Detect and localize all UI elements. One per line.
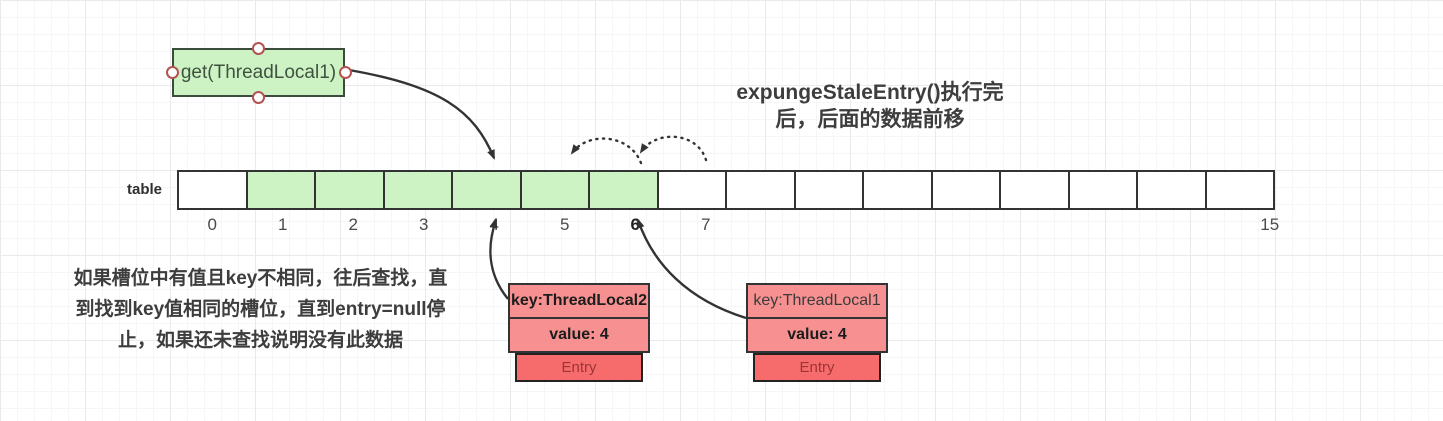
entry-threadlocal1-key[interactable]: key:ThreadLocal1 <box>746 283 888 319</box>
slot-index-label[interactable]: 1 <box>278 215 288 234</box>
connection-handle-right[interactable] <box>339 66 352 79</box>
slot-index-label <box>1023 215 1094 235</box>
arrow-shift-7-to-6[interactable] <box>639 135 708 162</box>
slot-index-label <box>812 215 883 235</box>
entry-threadlocal2-value[interactable]: value: 4 <box>508 317 650 353</box>
table-slot-15[interactable] <box>1204 170 1275 210</box>
table-slot-14[interactable] <box>1136 170 1207 210</box>
table-slot-12[interactable] <box>999 170 1070 210</box>
table-slot-11[interactable] <box>930 170 1001 210</box>
get-threadlocal-label: get(ThreadLocal1) <box>180 61 337 83</box>
connection-handle-left[interactable] <box>166 66 179 79</box>
table-slot-2[interactable] <box>314 170 385 210</box>
entry-threadlocal1[interactable]: key:ThreadLocal1 value: 4 Entry <box>746 283 888 382</box>
title-text[interactable]: expungeStaleEntry()执行完 后，后面的数据前移 <box>700 79 1040 133</box>
slot-index-label <box>1094 215 1165 235</box>
slot-index-label[interactable]: 2 <box>348 215 358 234</box>
table-row <box>177 170 1275 210</box>
note-line-2: 到找到key值相同的槽位，直到entry=null停 <box>75 299 446 320</box>
slot-index-label[interactable]: 15 <box>1260 215 1280 234</box>
entry-threadlocal2[interactable]: key:ThreadLocal2 value: 4 Entry <box>508 283 650 382</box>
table-slot-7[interactable] <box>656 170 727 210</box>
table-slot-10[interactable] <box>862 170 933 210</box>
connection-handle-bottom[interactable] <box>252 91 265 104</box>
note-text[interactable]: 如果槽位中有值且key不相同，往后查找，直 到找到key值相同的槽位，直到ent… <box>38 263 483 356</box>
slot-index-label <box>953 215 1024 235</box>
table-slot-8[interactable] <box>725 170 796 210</box>
slot-index-label <box>882 215 953 235</box>
slot-index-label[interactable]: 3 <box>419 215 429 234</box>
slot-index-label[interactable]: 6 <box>630 215 640 234</box>
connection-handle-top[interactable] <box>252 42 265 55</box>
table-slot-1[interactable] <box>245 170 316 210</box>
slot-index-label <box>741 215 812 235</box>
slot-index-label[interactable]: 0 <box>207 215 217 234</box>
table-slot-9[interactable] <box>793 170 864 210</box>
entry-threadlocal2-key[interactable]: key:ThreadLocal2 <box>508 283 650 319</box>
table-slot-0[interactable] <box>177 170 248 210</box>
slot-index-label[interactable]: 5 <box>560 215 570 234</box>
note-line-3: 止，如果还未查找说明没有此数据 <box>117 330 403 351</box>
title-line-2: 后，后面的数据前移 <box>775 108 965 131</box>
arrow-shift-6-to-5[interactable] <box>570 137 643 165</box>
table-slot-6[interactable] <box>588 170 659 210</box>
get-threadlocal-box[interactable]: get(ThreadLocal1) <box>172 48 345 97</box>
slot-index-label[interactable]: 4 <box>489 215 499 234</box>
table-slot-5[interactable] <box>519 170 590 210</box>
note-line-1: 如果槽位中有值且key不相同，往后查找，直 <box>73 268 448 289</box>
entry-threadlocal2-type[interactable]: Entry <box>515 353 643 382</box>
slot-index-label[interactable]: 7 <box>701 215 711 234</box>
table-label[interactable]: table <box>126 181 162 198</box>
title-line-1: expungeStaleEntry()执行完 <box>736 81 1004 104</box>
table-slot-13[interactable] <box>1067 170 1138 210</box>
entry-threadlocal1-value[interactable]: value: 4 <box>746 317 888 353</box>
table-slot-4[interactable] <box>451 170 522 210</box>
slot-index-label <box>1164 215 1235 235</box>
table-slot-3[interactable] <box>382 170 453 210</box>
arrow-get-to-slot4[interactable] <box>348 68 496 160</box>
slot-labels-row: 0 1 2 3 4 5 6 7 15 <box>177 215 1305 235</box>
entry-threadlocal1-type[interactable]: Entry <box>753 353 881 382</box>
